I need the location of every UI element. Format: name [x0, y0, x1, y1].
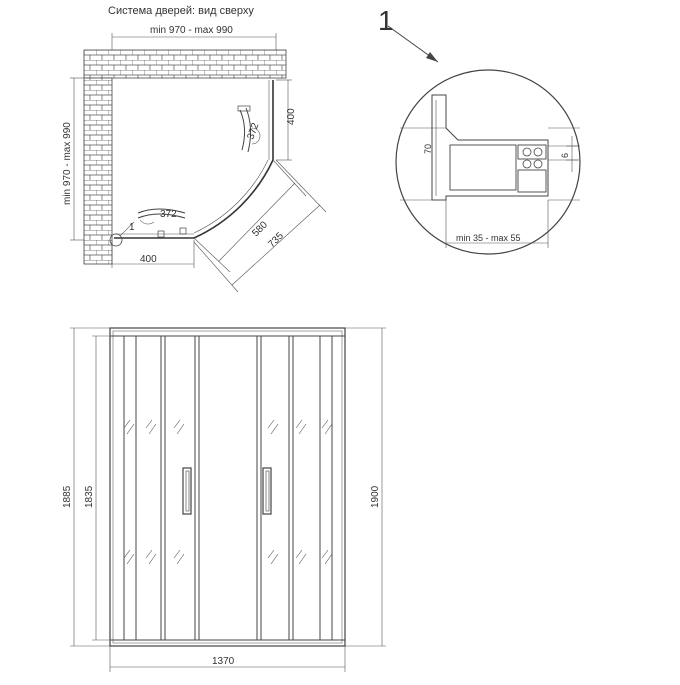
wall-top [83, 49, 287, 79]
detail-marker-circle [109, 233, 123, 247]
plan-diagonal: 735 [266, 230, 286, 250]
wall-left [83, 77, 113, 265]
profile-width-range: min 35 - max 55 [456, 233, 521, 243]
plan-door-width-right: 372 [245, 121, 261, 141]
profile-height: 70 [423, 144, 433, 154]
profile-detail: 1 70 6 min 35 - max 55 [378, 5, 581, 255]
detail-callout-number: 1 [378, 5, 394, 36]
front-total-width: 1370 [212, 656, 235, 667]
profile-gap: 6 [560, 153, 570, 158]
front-height-outer: 1885 [62, 485, 73, 508]
plan-width-range: min 970 - max 990 [150, 25, 233, 36]
detail-circle [395, 69, 581, 255]
plan-side-right: 400 [286, 108, 297, 125]
glass-reflections [123, 419, 333, 565]
plan-height-range: min 970 - max 990 [62, 122, 73, 205]
front-outer-frame [109, 327, 346, 647]
title: Система дверей: вид сверху [108, 5, 254, 17]
front-height-inner: 1835 [84, 485, 95, 508]
front-height-total: 1900 [370, 485, 381, 508]
right-door-handle [262, 467, 272, 515]
plan-door-width-bottom: 372 [160, 209, 177, 220]
top-view-plan: min 970 - max 990 min 970 - max 990 372 … [62, 25, 327, 293]
plan-arc-chord: 580 [250, 219, 270, 239]
plan-side-bottom: 400 [140, 254, 157, 265]
plan-detail-marker: 1 [129, 222, 135, 233]
front-view: 1885 1835 1900 1370 [62, 327, 386, 672]
left-door-handle [182, 467, 192, 515]
